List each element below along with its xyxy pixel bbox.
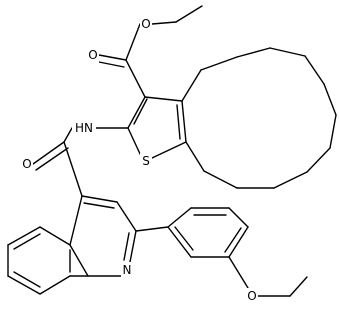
benzo-double-bond [13,233,41,250]
macrocycle-bond [236,47,271,58]
macrocycle-bond [323,83,337,116]
svg-text:O: O [22,157,31,171]
thiophene-bond [144,96,183,102]
quinoline-nitrogen: N [121,262,133,278]
svg-text:O: O [88,48,97,62]
amide-nitrogen: HN [72,120,96,136]
svg-text:O: O [141,17,150,31]
amide-to-quinoline-bond [63,141,83,197]
phenyl-double-bond [174,226,194,251]
macrocycle-bond [273,171,308,189]
thiophene-bond [127,96,146,129]
benzo-bond [7,275,41,295]
thiophene-double-bond [176,104,181,140]
ester-carbonyl-double-bond [98,61,125,68]
thiophene-sulfur: S [140,153,152,169]
svg-text:O: O [247,289,256,303]
quinoline-bond [116,201,137,232]
aryl-ether-oxygen: O [246,288,258,304]
ester-carbonyl-oxygen: O [87,47,99,63]
quinoline-bond [81,195,118,203]
benzo-bond [7,226,41,246]
ethyl-ester-bond [175,5,203,23]
ester-ether-oxygen: O [140,16,152,32]
quinoline-double-bond [123,232,130,261]
quinoline-bond [69,195,83,246]
phenyl-bond [228,207,249,228]
thiophene-bond [127,127,142,157]
macrocycle-bond [329,114,337,149]
thiophene-bond [181,100,187,143]
ester-to-ring-bond [125,59,146,98]
amide-carbonyl-oxygen: O [21,156,33,172]
ester-carbonyl-double-bond [98,54,127,61]
phenyl-bond [228,226,249,258]
quinoline-to-phenyl-bond [135,226,169,232]
benzo-bond [39,275,71,295]
amide-carbonyl-bond [32,141,65,165]
amide-carbonyl-double-bond [35,147,69,171]
bond-layer [7,5,337,297]
phenyl-bond [167,207,192,228]
aryl-ether-bond [228,256,249,289]
phenyl-bond [167,226,192,258]
thiophene-bond [151,141,187,159]
ester-o-to-carbonyl-bond [125,23,141,61]
ethyl-ester-bond [151,21,177,25]
macrocycle-bond [185,141,205,172]
phenyl-double-bond [224,227,242,253]
quinoline-double-bond [83,202,115,209]
macrocycle-bond [269,47,306,57]
ethyl-ether-bond [289,276,308,297]
thiophene-double-bond [133,98,148,125]
macrocycle-bond [181,69,202,102]
amide-n-bond [63,127,73,143]
macrocycle-bond [306,147,331,173]
macrocycle-bond [203,170,238,189]
quinoline-bond [69,244,89,277]
svg-text:HN: HN [75,121,93,135]
svg-text:N: N [123,263,132,277]
benzo-double-bond [13,271,41,288]
macrocycle-bond [304,55,325,85]
svg-text:S: S [142,154,150,168]
quinoline-bond [129,230,137,263]
macrocycle-bond [200,56,238,71]
benzo-bond [39,226,71,246]
atom-label-layer: O O HN O S N O [21,16,258,304]
